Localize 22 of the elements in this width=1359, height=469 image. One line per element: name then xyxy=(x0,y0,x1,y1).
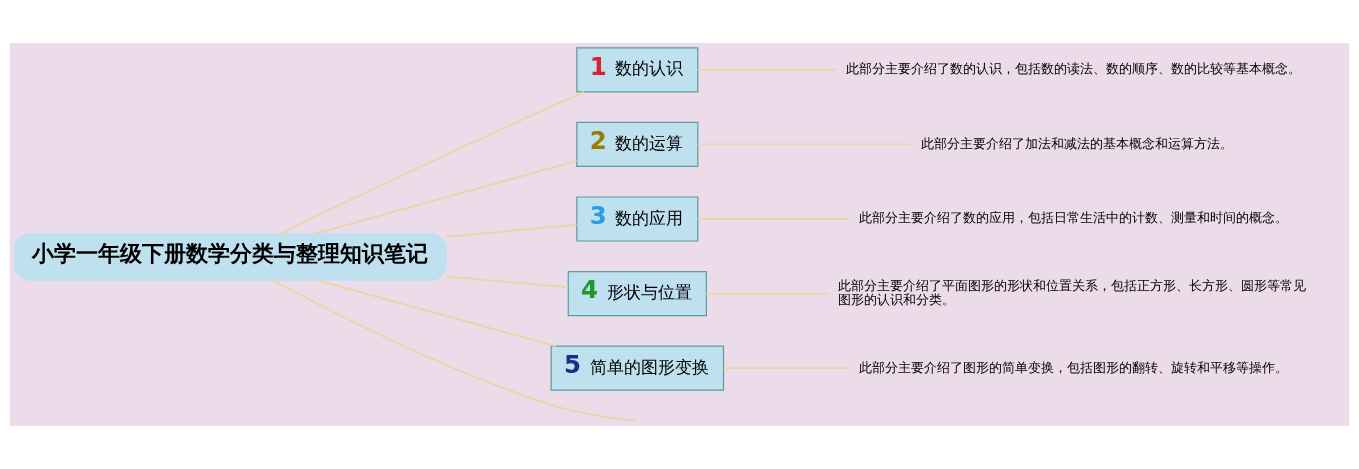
node-text: 此部分主要介绍了数的认识，包括数的读法、数的顺序、数的比较等基本概念。 xyxy=(845,61,1301,77)
connector xyxy=(696,143,912,146)
node-text: 此部分主要介绍了图形的简单变换，包括图形的翻转、旋转和平移等操作。 xyxy=(859,359,1289,375)
connector xyxy=(696,218,851,220)
connector xyxy=(272,279,637,422)
node-box: 4 形状与位置 xyxy=(567,270,707,317)
connector xyxy=(314,160,578,235)
connector xyxy=(445,275,570,289)
connector xyxy=(445,223,578,238)
node-box: 小学一年级下册数学分类与整理知识笔记 xyxy=(14,233,447,281)
node-text: 此部分主要介绍了数的应用，包括日常生活中的计数、测量和时间的概念。 xyxy=(859,210,1289,226)
node-box: 3 数的应用 xyxy=(576,196,699,242)
connector xyxy=(696,68,837,71)
connector xyxy=(315,279,557,347)
connector xyxy=(705,292,830,295)
node-text: 此部分主要介绍了加法和减法的基本概念和运算方法。 xyxy=(920,135,1233,151)
node-box: 5 简单的图形变换 xyxy=(550,345,725,391)
node-box: 1 数的认识 xyxy=(576,47,699,93)
connector xyxy=(279,91,586,235)
connector xyxy=(722,367,851,370)
node-text: 此部分主要介绍了平面图形的形状和位置关系，包括正方形、长方形、圆形等常见图形的认识和分类。 xyxy=(838,277,1307,308)
node-box: 2 数的运算 xyxy=(576,121,699,168)
